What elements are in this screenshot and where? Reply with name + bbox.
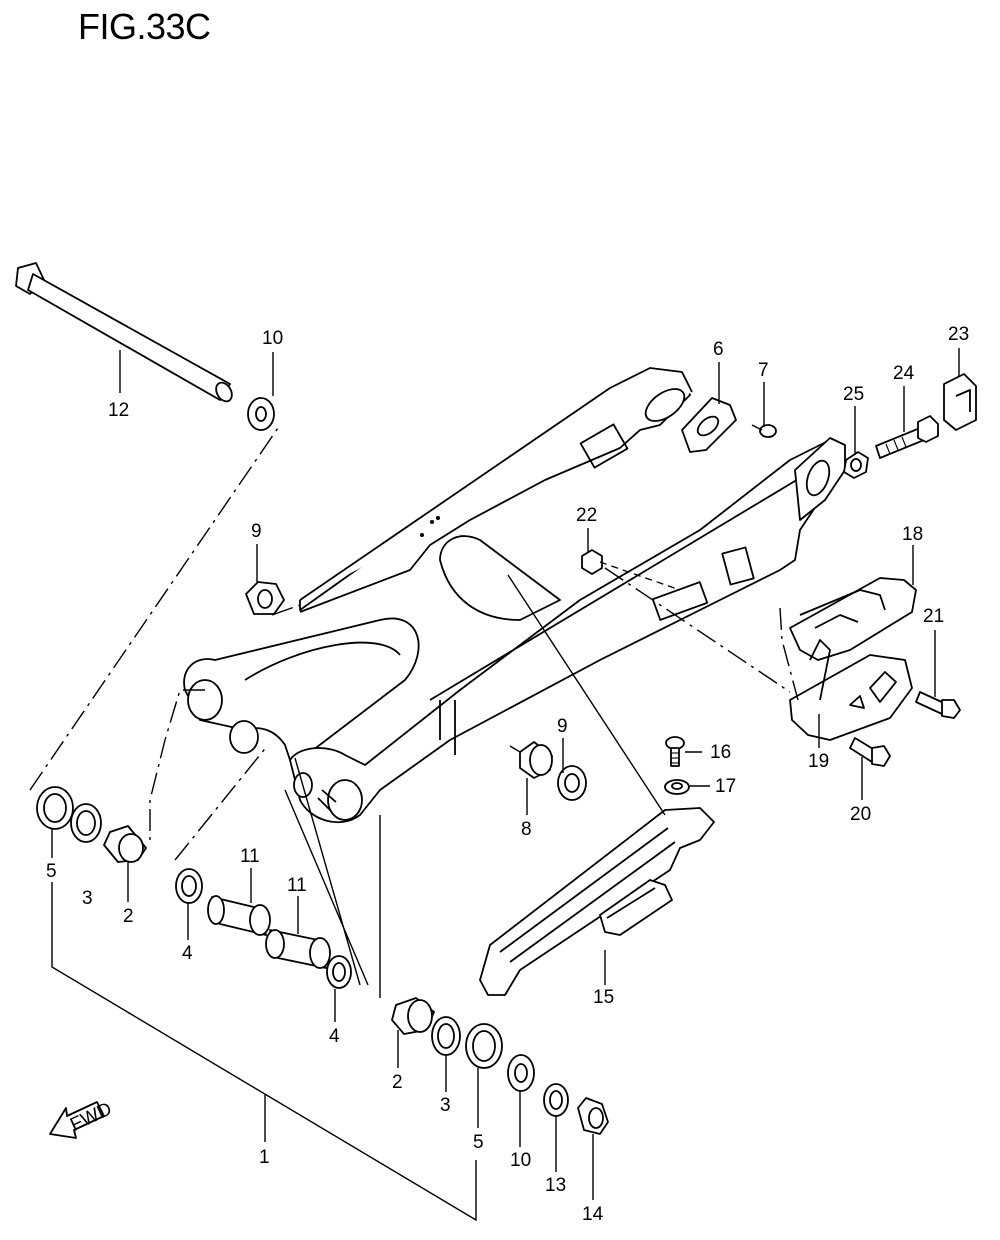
fwd-arrow-icon: FWD xyxy=(49,1099,115,1139)
washer-10-lower-part xyxy=(507,1054,535,1092)
callout-20: 20 xyxy=(850,804,871,825)
washer-9-lower-part xyxy=(557,765,587,801)
callout-25: 25 xyxy=(843,384,864,405)
callout-24: 24 xyxy=(893,363,915,384)
sleeve-11a-part xyxy=(207,895,271,936)
callout-9-lower: 9 xyxy=(557,716,568,737)
callout-9-upper: 9 xyxy=(251,521,262,542)
assembly-lines xyxy=(29,424,799,998)
screw-7-part xyxy=(751,424,777,438)
bolt-20-part xyxy=(849,737,891,767)
callout-2-right: 2 xyxy=(392,1072,403,1093)
callout-5-right: 5 xyxy=(473,1132,484,1153)
callout-3-left: 3 xyxy=(82,888,93,909)
bearing-3-left-part xyxy=(70,803,102,843)
callout-11-right: 11 xyxy=(287,875,307,896)
callout-10-upper: 10 xyxy=(262,328,283,349)
washer-17-part xyxy=(664,779,690,795)
washer-10-upper-part xyxy=(247,397,275,431)
callout-15: 15 xyxy=(593,987,614,1008)
bolt-21-part xyxy=(915,691,961,719)
callout-13: 13 xyxy=(545,1175,566,1196)
pivot-shaft-part xyxy=(15,262,233,403)
swingarm-body-part xyxy=(183,367,846,824)
callout-12: 12 xyxy=(108,400,129,421)
callout-7: 7 xyxy=(758,360,769,381)
callout-17: 17 xyxy=(715,776,736,797)
chain-guide-19-part xyxy=(789,639,913,741)
leader-lines xyxy=(51,348,960,1222)
seal-4-right-part xyxy=(326,955,352,989)
callout-labels: 12 10 9 6 7 25 24 23 22 18 21 16 17 19 2… xyxy=(46,324,969,1225)
seal-4-left-part xyxy=(175,868,203,904)
callout-21: 21 xyxy=(923,606,944,627)
clip-23-part xyxy=(943,373,977,431)
sleeve-11b-part xyxy=(265,929,331,969)
chain-adjuster-plate-part xyxy=(681,397,737,453)
chain-slider-15-part xyxy=(479,807,715,996)
bearing-8-part xyxy=(519,741,553,779)
callout-16: 16 xyxy=(710,742,731,763)
callout-19: 19 xyxy=(808,751,829,772)
seal-5-left-part xyxy=(36,786,74,830)
figure-title: FIG.33C xyxy=(78,6,211,47)
callout-4-left: 4 xyxy=(182,943,193,964)
callout-14: 14 xyxy=(582,1204,604,1225)
seal-5-right-part xyxy=(465,1023,503,1069)
nut-14-part xyxy=(577,1097,609,1135)
bushing-2-right-part xyxy=(391,997,435,1035)
callout-5-left: 5 xyxy=(46,861,57,882)
callout-1: 1 xyxy=(259,1147,270,1168)
bearing-3-right-part xyxy=(431,1016,461,1056)
callout-8: 8 xyxy=(521,819,532,840)
callout-11-left: 11 xyxy=(240,846,260,867)
bolt-24-part xyxy=(875,415,939,459)
nut-25-part xyxy=(843,451,869,479)
callout-3-right: 3 xyxy=(440,1095,451,1116)
callout-22: 22 xyxy=(576,505,597,526)
chain-guide-18-part xyxy=(789,577,917,661)
bushing-2-left-part xyxy=(103,825,147,863)
callout-6: 6 xyxy=(713,339,724,360)
washer-9-upper-part xyxy=(245,581,285,615)
washer-13-part xyxy=(543,1083,569,1117)
callout-23: 23 xyxy=(948,324,969,345)
callout-18: 18 xyxy=(902,524,923,545)
callout-4-right: 4 xyxy=(329,1026,340,1047)
callout-2-left: 2 xyxy=(123,906,134,927)
nut-22-part xyxy=(581,549,603,575)
callout-10-lower: 10 xyxy=(510,1150,531,1171)
screw-16-part xyxy=(665,736,685,767)
